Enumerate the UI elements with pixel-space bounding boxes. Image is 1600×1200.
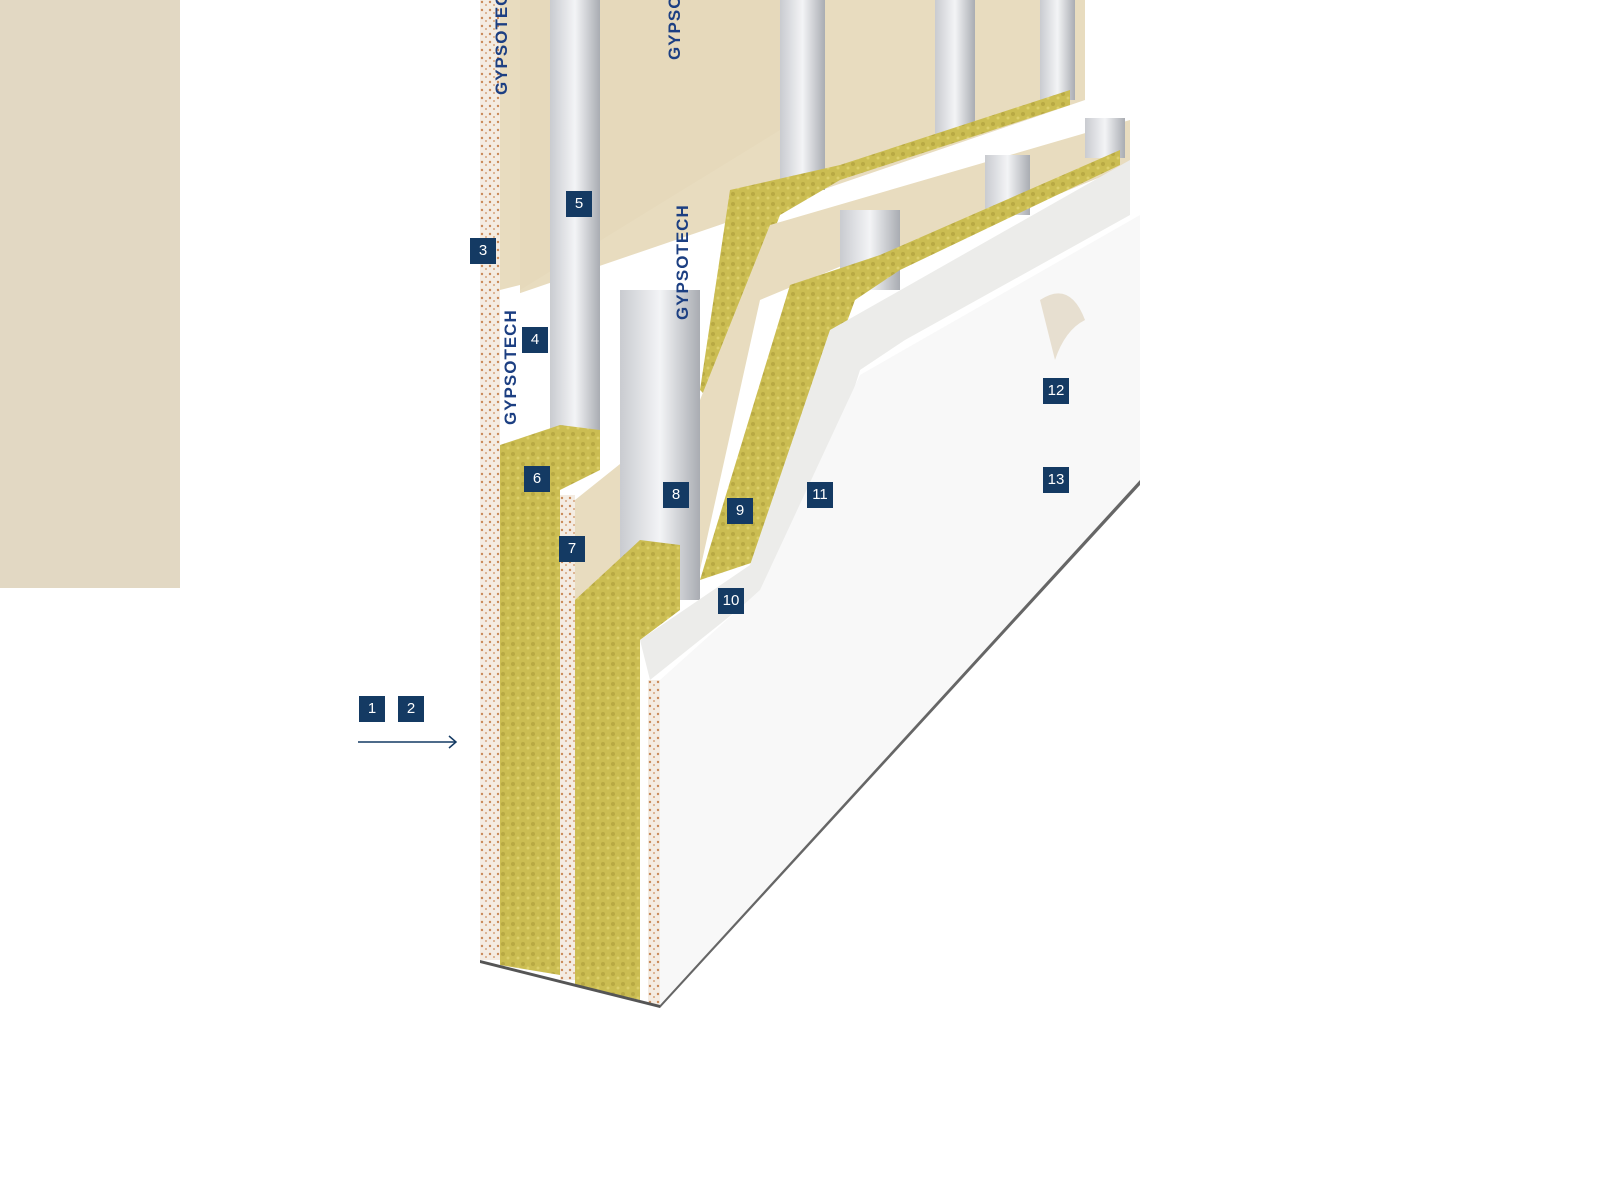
label-9: 9 (727, 498, 753, 524)
insulation-layer-1 (500, 90, 1070, 975)
direction-arrow (358, 735, 458, 749)
label-1: 1 (359, 696, 385, 722)
label-2: 2 (398, 696, 424, 722)
middle-gypsum-board (560, 120, 1130, 980)
brand-text: GYPSOTECH (492, 0, 511, 95)
label-4: 4 (522, 327, 548, 353)
brand-text: GYPSOTECH (501, 309, 520, 425)
metal-studs-back (550, 0, 1075, 430)
label-11: 11 (807, 482, 833, 508)
front-finish-board (480, 160, 1140, 1008)
brand-text: GYPSOTECH (673, 204, 692, 320)
label-7: 7 (559, 536, 585, 562)
label-10: 10 (718, 588, 744, 614)
label-12: 12 (1043, 378, 1069, 404)
label-8: 8 (663, 482, 689, 508)
label-13: 13 (1043, 467, 1069, 493)
insulation-layer-2 (575, 150, 1120, 1000)
brand-text: GYPSOTECH (665, 0, 684, 60)
label-5: 5 (566, 191, 592, 217)
beige-side-panel (0, 0, 180, 588)
label-6: 6 (524, 466, 550, 492)
label-3: 3 (470, 238, 496, 264)
